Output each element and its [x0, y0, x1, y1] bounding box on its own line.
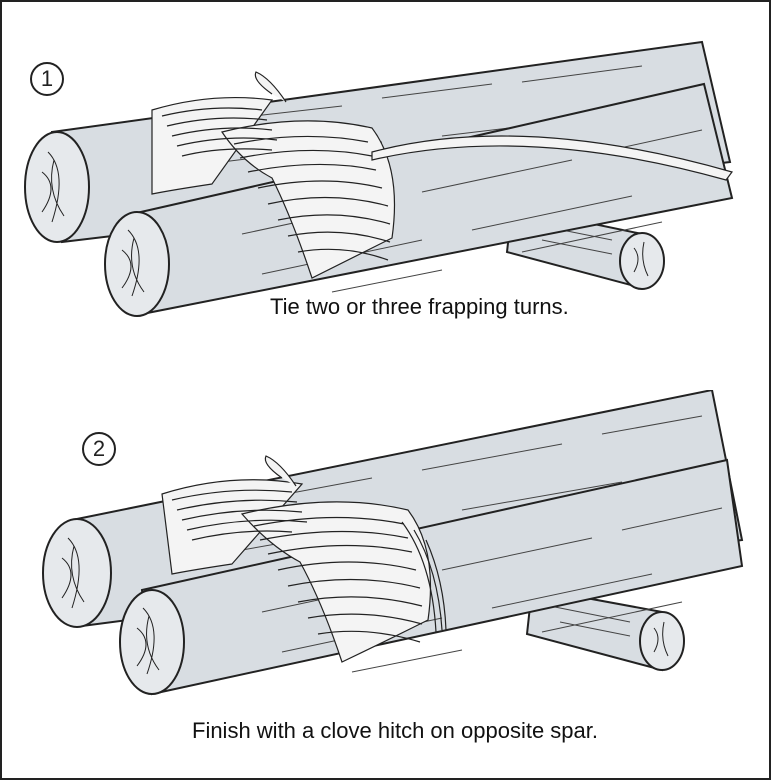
step-2-caption: Finish with a clove hitch on opposite sp… — [192, 718, 599, 743]
rope-lashing — [161, 455, 447, 663]
back-spar — [24, 40, 732, 244]
cross-spar — [525, 586, 685, 672]
step-1-panel: 1 Tie two or three frapping turns. — [2, 2, 769, 390]
step-1-illustration — [24, 40, 734, 317]
step-2-illustration — [42, 390, 744, 696]
step-1-marker: 1 — [30, 62, 64, 96]
front-spar — [119, 458, 744, 696]
rope-lashing — [151, 71, 734, 279]
step-2-marker: 2 — [82, 432, 116, 466]
back-spar — [42, 390, 744, 628]
step-1-caption: Tie two or three frapping turns. — [270, 294, 569, 319]
step-2-panel: 2 Finish with a clove hitch on opposite … — [2, 390, 769, 778]
